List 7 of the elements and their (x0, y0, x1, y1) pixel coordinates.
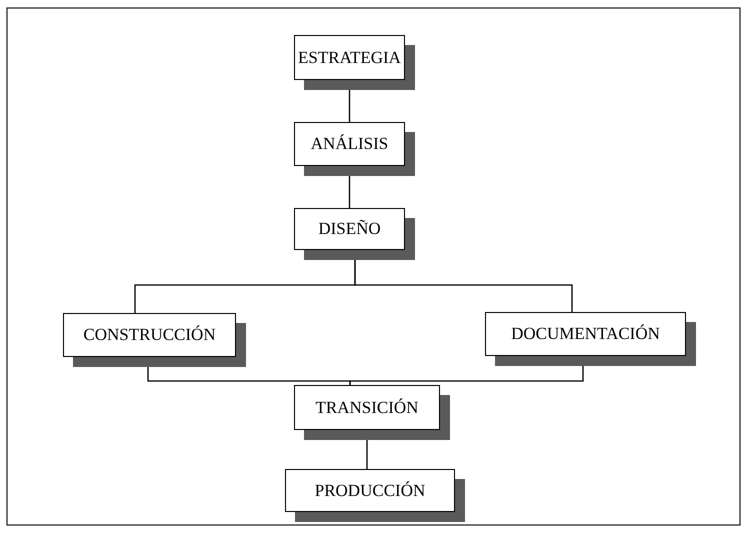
box-label: CONSTRUCCIÓN (83, 325, 216, 345)
box-label: DISEÑO (318, 219, 381, 239)
box-label: ESTRATEGIA (298, 48, 401, 68)
box-label: TRANSICIÓN (316, 398, 418, 418)
box-label: PRODUCCIÓN (314, 480, 426, 500)
box-label: DOCUMENTACIÓN (511, 324, 660, 344)
box-label: ANÁLISIS (310, 134, 388, 154)
